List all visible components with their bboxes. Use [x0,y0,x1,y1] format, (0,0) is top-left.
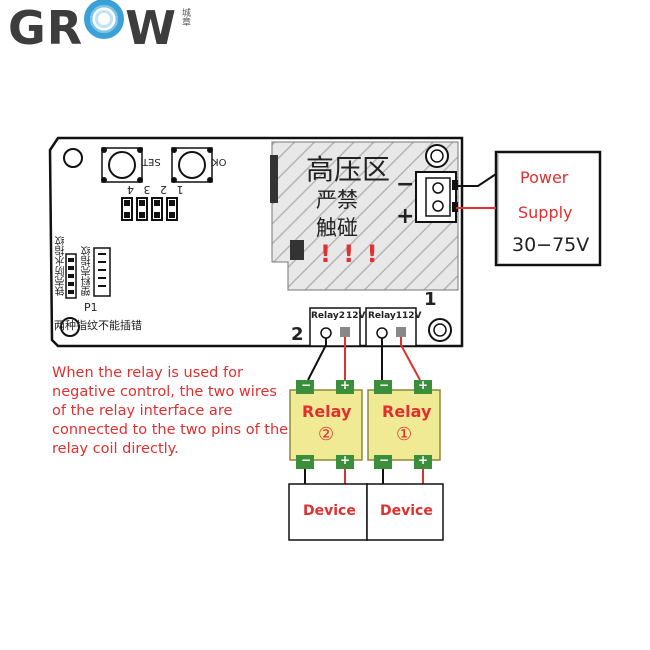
hv-zone-slot-2 [290,240,304,260]
relay2-port [309,307,361,347]
mounting-hole-top-right [425,144,449,168]
relay1-top-minus: − [379,378,390,392]
port-number-2: 2 [291,324,304,345]
relay2-wire-negative [307,338,327,381]
device-2-label: Device [303,503,356,519]
terminal-plus-label: + [396,204,415,229]
power-wire-negative [456,173,497,187]
relay1-module [367,380,441,469]
relay2-top-minus: − [301,378,312,392]
relay2-bottom-minus: − [301,453,312,467]
device-1-box [366,483,444,541]
vertical-label-left: 铁壳防水指纹 [56,236,67,296]
ok-label: OK [212,156,227,167]
power-terminal [415,171,458,223]
power-supply-line2: Supply [518,203,573,222]
power-supply-box [494,150,602,267]
relay2-port-voltage: 12V [346,311,366,321]
relay1-number: ① [396,424,413,445]
relay2-bottom-plus: + [340,453,351,467]
vertical-label-right: 塑料壳指纹 [82,246,93,296]
relay2-port-label: Relay2 [311,311,346,321]
relay2-module [289,380,363,469]
p1-label: P1 [84,301,98,314]
device-1-label: Device [380,503,433,519]
relay2-number: ② [318,424,335,445]
hv-warning-marks: ! ! ! [320,240,380,268]
bottom-warning-text: 两种指纹不能插错 [54,319,142,332]
relay1-port-voltage: 12V [402,311,422,321]
logo-text-left: GR [8,1,84,55]
power-supply-line1: Power [520,168,569,187]
ok-button [171,147,213,183]
terminal-minus-label: − [396,172,415,197]
device-2-box [288,483,368,541]
relay2-label: Relay [302,402,352,421]
hv-zone-title: 高压区 [306,153,391,186]
mounting-hole-bottom-left [60,317,80,337]
hv-no-touch-2: 触碰 [316,216,358,240]
dip-pins [121,197,178,221]
logo-chinese: 城章 [179,8,190,26]
mounting-hole-bottom-right [428,318,452,342]
hv-no-touch-1: 严禁 [316,188,358,212]
relay1-wire-positive [400,337,421,381]
relay1-port [365,307,417,347]
relay1-top-plus: + [418,378,429,392]
pin-numbers: 1 2 3 4 [124,183,184,196]
logo-text-right: W [125,1,177,55]
relay1-port-label: Relay1 [368,311,403,321]
port-number-1: 1 [424,289,437,310]
p1-connector-right [93,247,111,297]
set-label: SET [142,156,161,167]
p1-connector-left [65,253,77,299]
mounting-hole-top-left [63,148,83,168]
high-voltage-zone [271,141,459,291]
relay-note: When the relay is used for negative cont… [52,365,289,457]
power-supply-voltage: 30−75V [512,234,590,256]
relay1-bottom-minus: − [379,453,390,467]
hv-zone-slot-1 [270,155,278,203]
relay1-bottom-plus: + [418,453,429,467]
relay2-top-plus: + [340,378,351,392]
relay1-label: Relay [382,402,432,421]
logo-o-icon [84,0,125,39]
set-button [101,147,143,183]
grow-logo: GR W 城章 [8,0,190,55]
